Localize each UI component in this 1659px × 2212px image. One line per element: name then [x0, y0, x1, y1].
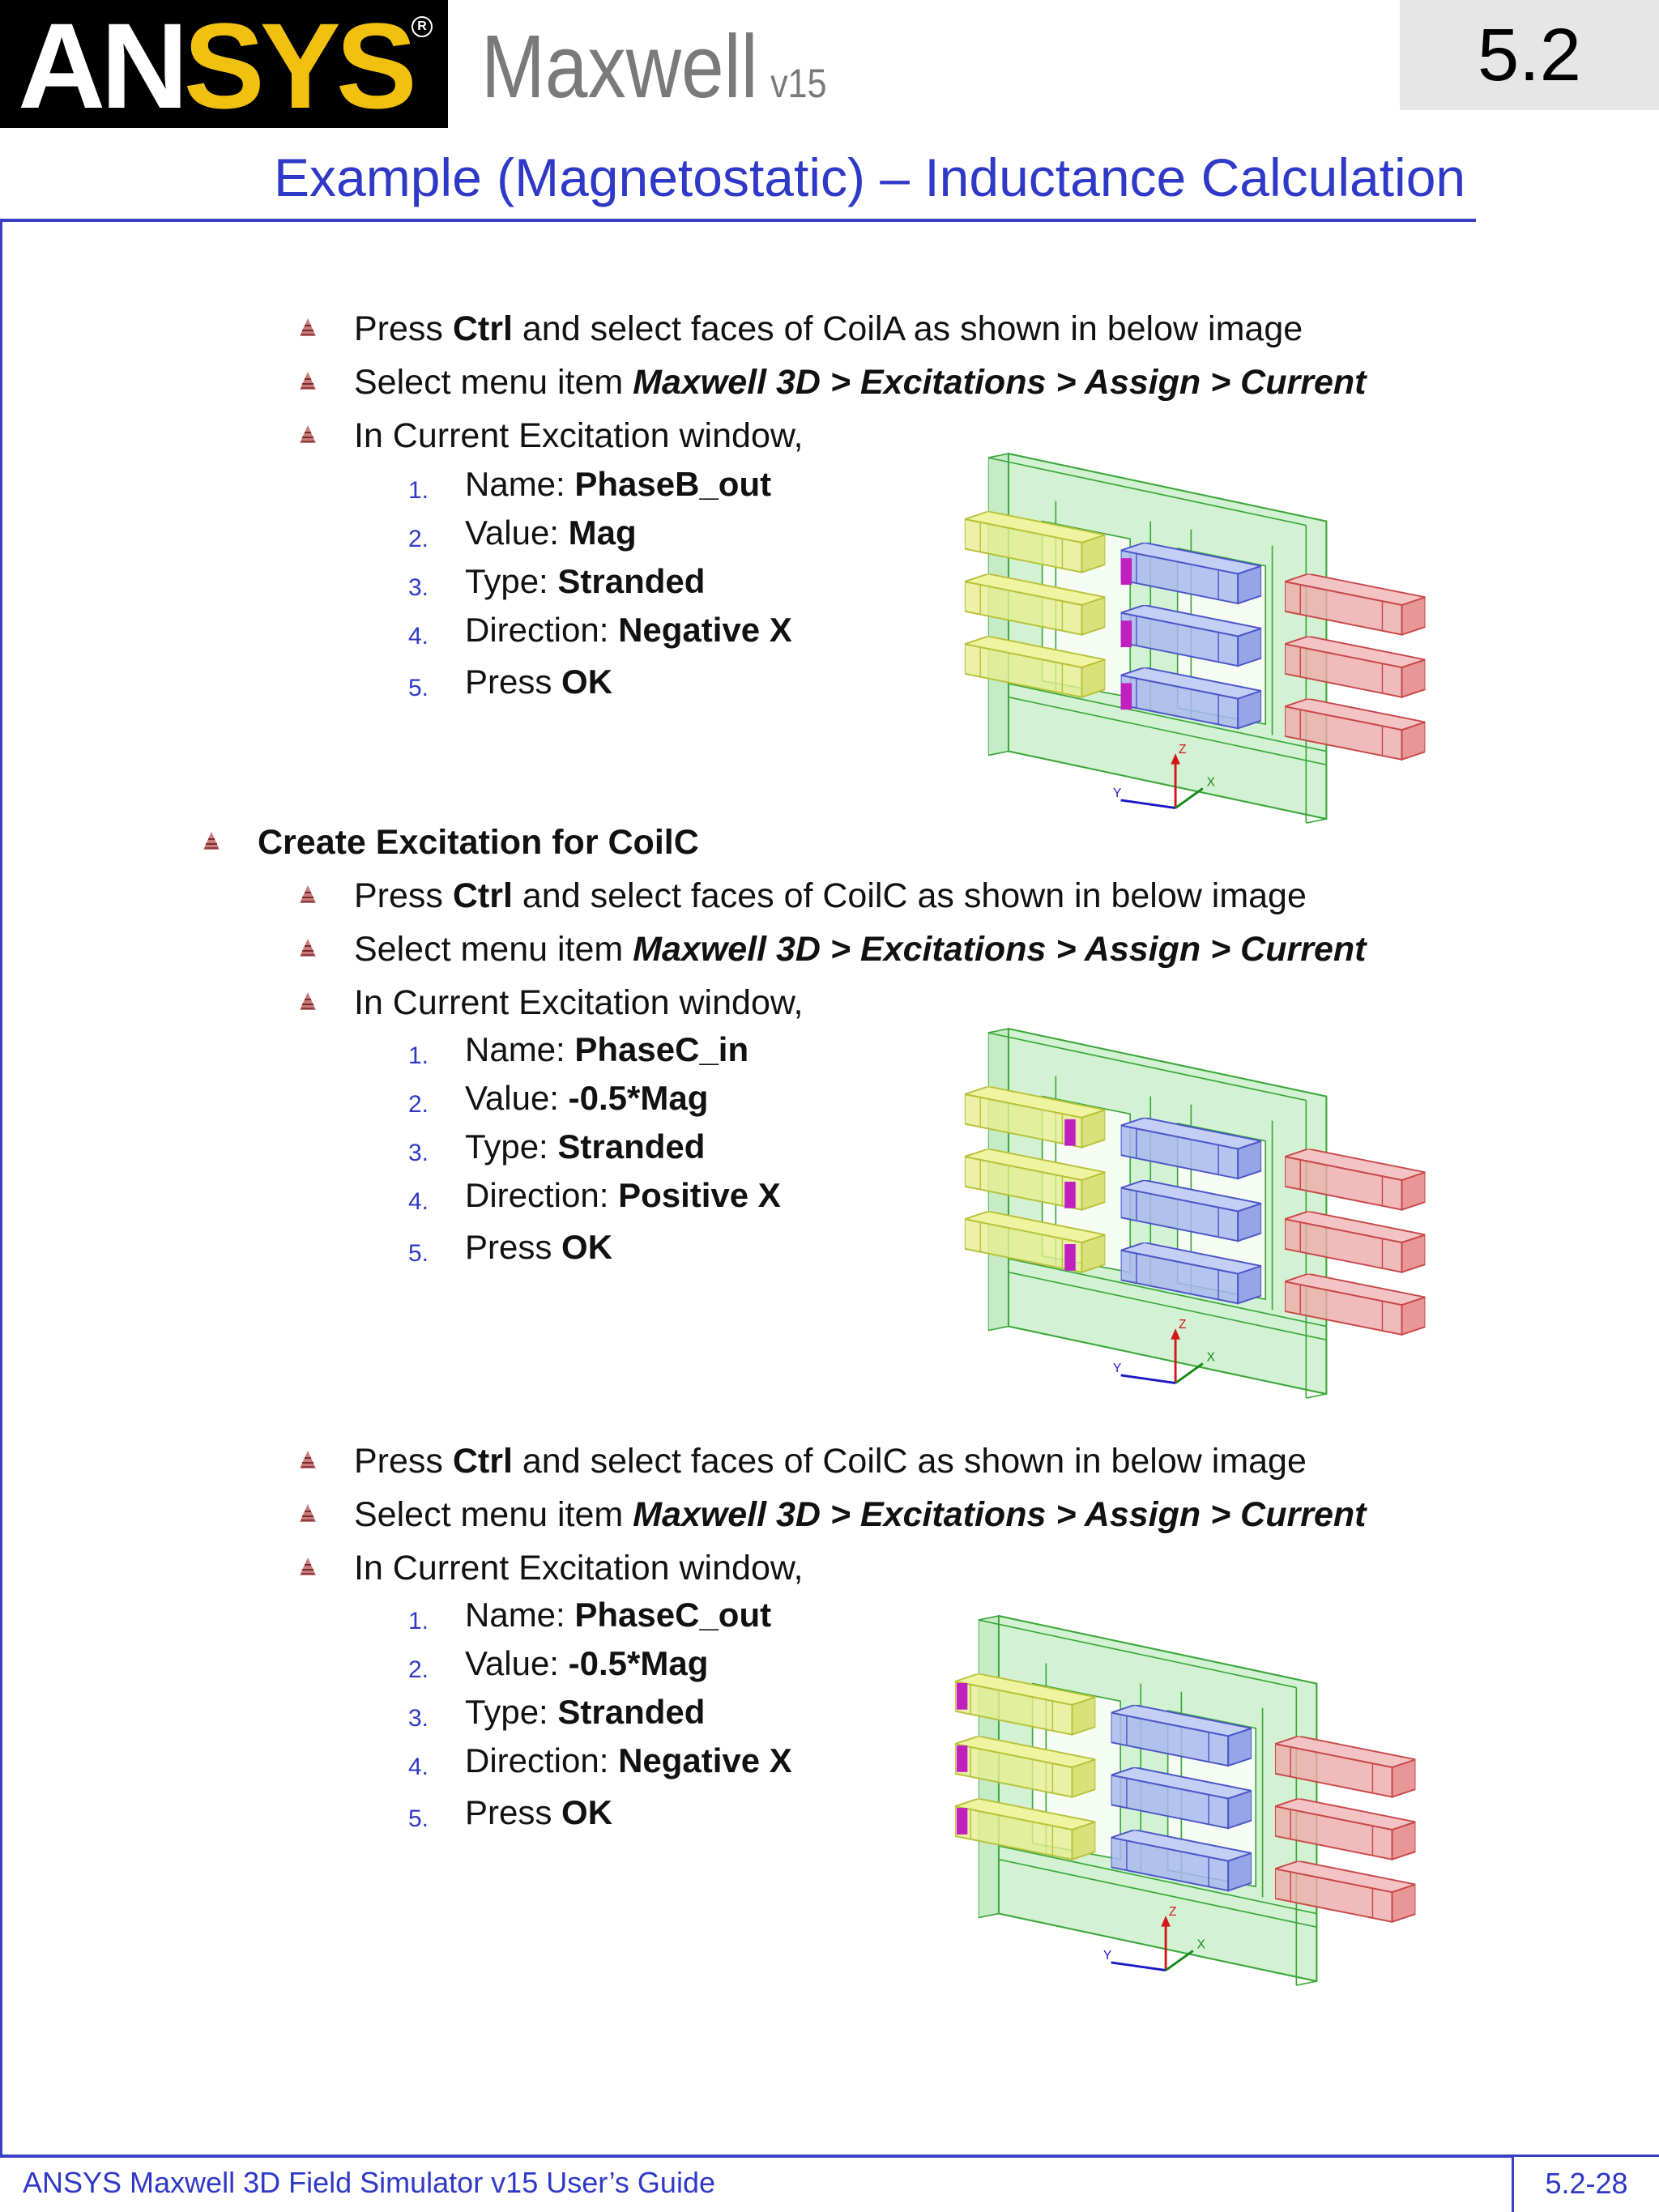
selected-face [1120, 558, 1132, 585]
bullet-create-excitation-coilc: Create Excitation for CoilC [258, 821, 699, 863]
svg-text:Z: Z [1179, 743, 1186, 757]
bullet-current-window-2: In Current Excitation window, [354, 982, 804, 1024]
svg-text:X: X [1197, 1938, 1205, 1952]
footer-page-number: 5.2-28 [1512, 2154, 1659, 2212]
step-value-1: 2.Value: Mag [408, 514, 637, 552]
page-title: Example (Magnetostatic) – Inductance Cal… [274, 147, 1466, 207]
bullet-current-window-1: In Current Excitation window, [354, 415, 804, 457]
axis-triad: Z Y X [1113, 743, 1215, 809]
bullet-press-ctrl-coilc-2: Press Ctrl and select faces of CoilC as … [354, 1440, 1307, 1482]
svg-text:Y: Y [1113, 1362, 1121, 1375]
step-ok-1: 5.Press OK [408, 663, 613, 701]
logo-text-an: AN [18, 0, 189, 134]
selected-face [1064, 1181, 1076, 1208]
bullet-current-window-3: In Current Excitation window, [354, 1547, 804, 1589]
step-name-2: 1.Name: PhaseC_in [408, 1030, 749, 1069]
step-ok-2: 5.Press OK [408, 1228, 613, 1267]
step-type-2: 3.Type: Stranded [408, 1127, 706, 1166]
step-name-1: 1.Name: PhaseB_out [408, 465, 772, 504]
selected-face [1064, 1119, 1076, 1146]
title-rule [0, 219, 1476, 222]
bullet-select-menu-2: Select menu item Maxwell 3D > Excitation… [354, 928, 1366, 970]
selected-face [956, 1808, 968, 1835]
step-direction-1: 4.Direction: Negative X [408, 611, 792, 650]
axis-triad: Z Y X [1113, 1318, 1215, 1384]
step-direction-3: 4.Direction: Negative X [408, 1741, 792, 1780]
section-box [1400, 0, 1659, 110]
coil-model-figure-2: Z Y X [964, 1027, 1426, 1400]
bullet-icon [299, 991, 317, 1011]
svg-text:Z: Z [1169, 1905, 1176, 1919]
svg-text:Y: Y [1113, 786, 1121, 800]
bullet-press-ctrl-coilc-1: Press Ctrl and select faces of CoilC as … [354, 875, 1307, 917]
selected-face [956, 1745, 968, 1772]
section-number: 5.2 [1478, 14, 1581, 96]
selected-face [1064, 1244, 1076, 1271]
bullet-icon [299, 424, 317, 444]
svg-text:Z: Z [1179, 1318, 1186, 1332]
product-title: Maxwell [481, 17, 758, 117]
registered-mark: R [412, 16, 433, 37]
selected-face [956, 1682, 968, 1710]
svg-text:Y: Y [1103, 1949, 1111, 1963]
step-direction-2: 4.Direction: Positive X [408, 1176, 781, 1215]
footer-guide-title: ANSYS Maxwell 3D Field Simulator v15 Use… [23, 2166, 715, 2199]
axis-triad: Z Y X [1103, 1905, 1205, 1971]
coil-model-figure-3: Z Y X [954, 1614, 1416, 1987]
bullet-icon [299, 1450, 317, 1469]
step-value-2: 2.Value: -0.5*Mag [408, 1079, 709, 1118]
bullet-icon [299, 1557, 317, 1576]
bullet-icon [299, 938, 317, 957]
bullet-icon [299, 318, 317, 337]
bullet-icon [299, 1503, 317, 1523]
svg-text:X: X [1207, 1351, 1215, 1365]
step-type-1: 3.Type: Stranded [408, 562, 706, 601]
coil-model-figure-1: Z Y X [964, 452, 1426, 825]
left-border [0, 220, 2, 2156]
footer-rule [0, 2154, 1513, 2158]
bullet-icon [299, 884, 317, 904]
bullet-icon [203, 831, 220, 850]
step-type-3: 3.Type: Stranded [408, 1693, 706, 1732]
step-name-3: 1.Name: PhaseC_out [408, 1596, 772, 1634]
product-version: v15 [770, 61, 827, 106]
bullet-press-ctrl-coila: Press Ctrl and select faces of CoilA as … [354, 308, 1303, 350]
bullet-icon [299, 371, 317, 390]
svg-text:X: X [1207, 776, 1215, 790]
selected-face [1120, 683, 1132, 710]
logo-text-sys: SYS [183, 0, 417, 134]
ansys-logo: ANSYS R [0, 0, 448, 128]
step-value-3: 2.Value: -0.5*Mag [408, 1644, 709, 1683]
bullet-select-menu-1: Select menu item Maxwell 3D > Excitation… [354, 361, 1366, 403]
selected-face [1120, 620, 1132, 648]
step-ok-3: 5.Press OK [408, 1793, 613, 1832]
bullet-select-menu-3: Select menu item Maxwell 3D > Excitation… [354, 1494, 1366, 1536]
